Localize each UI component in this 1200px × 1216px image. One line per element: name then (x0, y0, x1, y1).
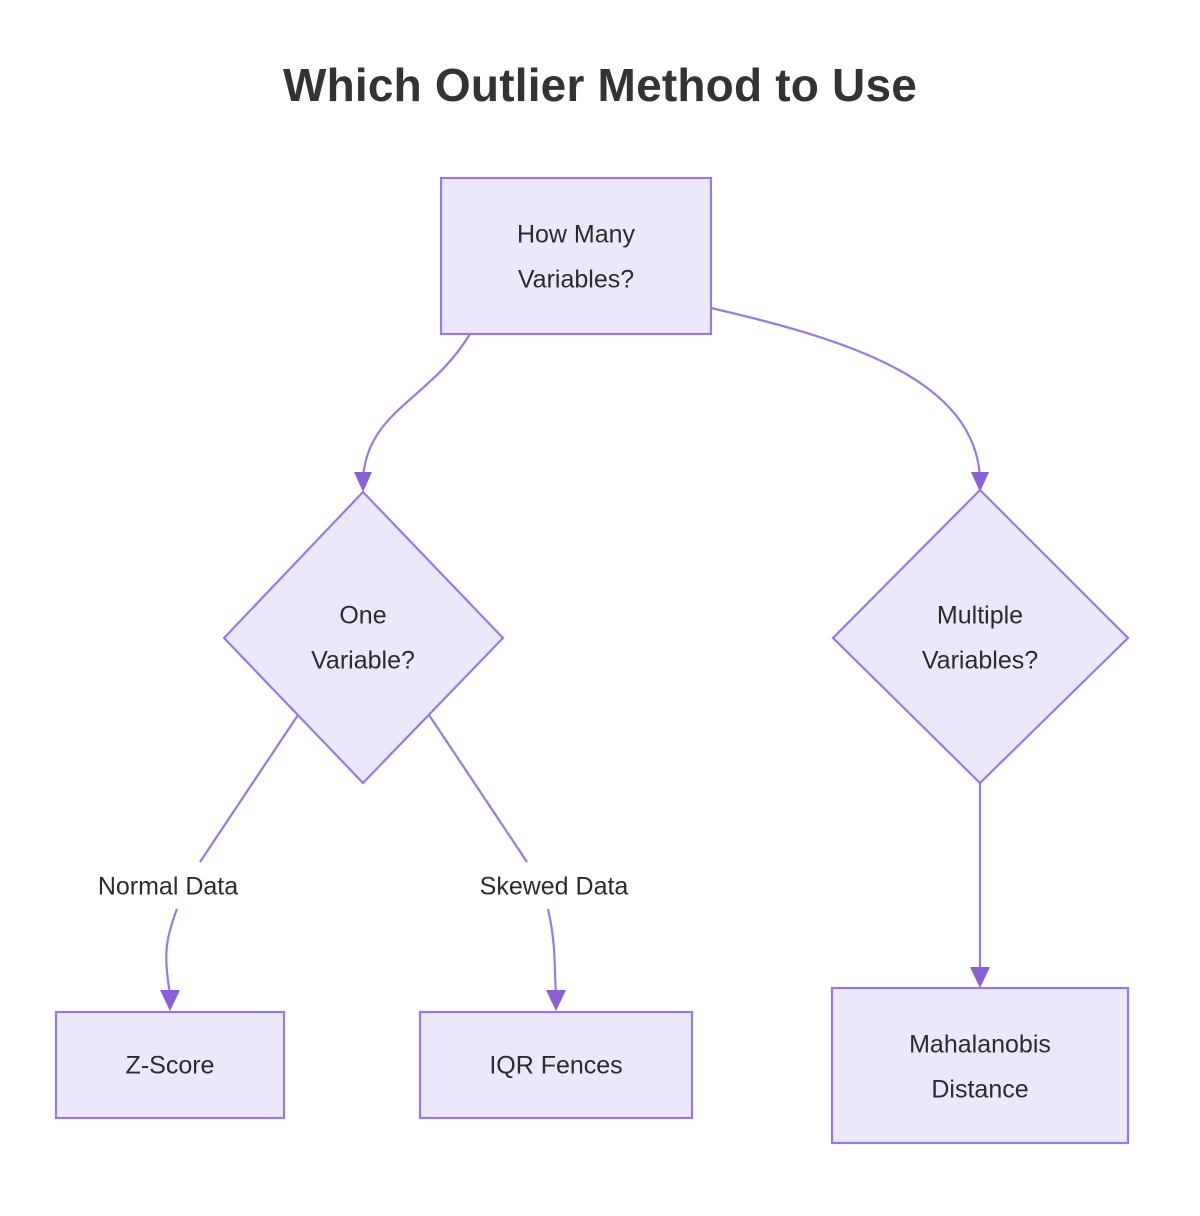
page-title: Which Outlier Method to Use (282, 59, 918, 111)
node-multiple-variables[interactable]: Multiple Variables? (831, 488, 1130, 785)
node-shape-rect[interactable] (439, 176, 713, 336)
edge-root-to-one-variable (354, 333, 471, 492)
edge-label-normal-data: Normal Data (98, 873, 238, 901)
edge-path (361, 333, 471, 479)
arrow-head-icon (970, 967, 990, 988)
arrow-head-icon (971, 472, 989, 492)
edge-one-variable-to-zscore (160, 711, 301, 1011)
node-mahalanobis-distance[interactable]: Mahalanobis Distance (830, 986, 1130, 1145)
edge-path (710, 306, 982, 479)
node-shape-rect[interactable] (830, 986, 1130, 1145)
edge-path-lower (165, 908, 179, 996)
edge-path-upper (199, 711, 301, 863)
edge-path-upper (426, 711, 528, 863)
node-shape-rect[interactable] (54, 1010, 286, 1120)
node-label-line2: Variables? (922, 647, 1038, 675)
edge-multiple-variables-to-mahalanobis (970, 782, 990, 988)
node-shape-diamond[interactable] (831, 488, 1130, 785)
node-how-many-variables[interactable]: How Many Variables? (439, 176, 713, 336)
node-label-line1: IQR Fences (489, 1052, 622, 1080)
node-zscore[interactable]: Z-Score (54, 1010, 286, 1120)
node-shape-rect[interactable] (418, 1010, 694, 1120)
arrow-head-icon (354, 472, 372, 492)
node-shape-diamond[interactable] (222, 490, 505, 785)
node-label-line1: Multiple (937, 602, 1023, 630)
node-label-line2: Variable? (311, 647, 415, 675)
edge-one-variable-to-iqr (426, 711, 566, 1011)
node-label-line1: One (339, 602, 386, 630)
arrow-head-icon (160, 990, 180, 1011)
node-label-line2: Variables? (518, 266, 634, 294)
node-one-variable[interactable]: One Variable? (222, 490, 505, 785)
node-iqr-fences[interactable]: IQR Fences (418, 1010, 694, 1120)
edge-label-skewed-data: Skewed Data (480, 873, 629, 901)
arrow-head-icon (546, 990, 566, 1011)
node-label-line1: Mahalanobis (909, 1031, 1051, 1059)
node-label-line2: Distance (931, 1076, 1028, 1104)
edge-root-to-multiple-variables (710, 306, 989, 492)
edge-path-lower (546, 908, 558, 996)
node-label-line1: How Many (517, 221, 636, 249)
node-label-line1: Z-Score (126, 1052, 215, 1080)
